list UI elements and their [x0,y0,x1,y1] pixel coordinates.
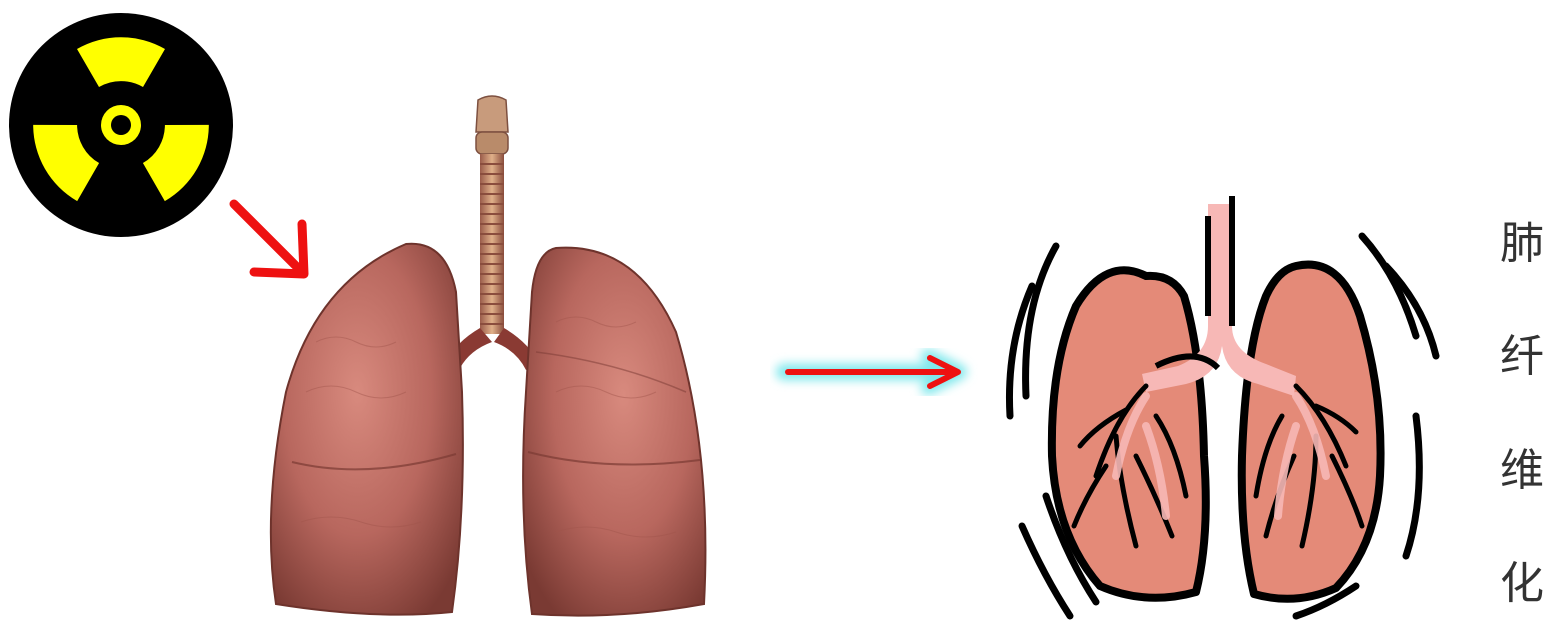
caption-char-3: 维 [1500,441,1544,501]
realistic-lungs-illustration [256,92,716,622]
caption-char-1: 肺 [1500,214,1544,274]
caption-char-4: 化 [1500,554,1544,614]
fibrosis-lungs-cartoon [996,196,1442,622]
red-right-arrow-icon [770,348,980,396]
radiation-hazard-icon [8,12,234,238]
caption-char-2: 纤 [1500,327,1544,387]
vertical-caption: 肺 纤 维 化 [1490,214,1554,614]
